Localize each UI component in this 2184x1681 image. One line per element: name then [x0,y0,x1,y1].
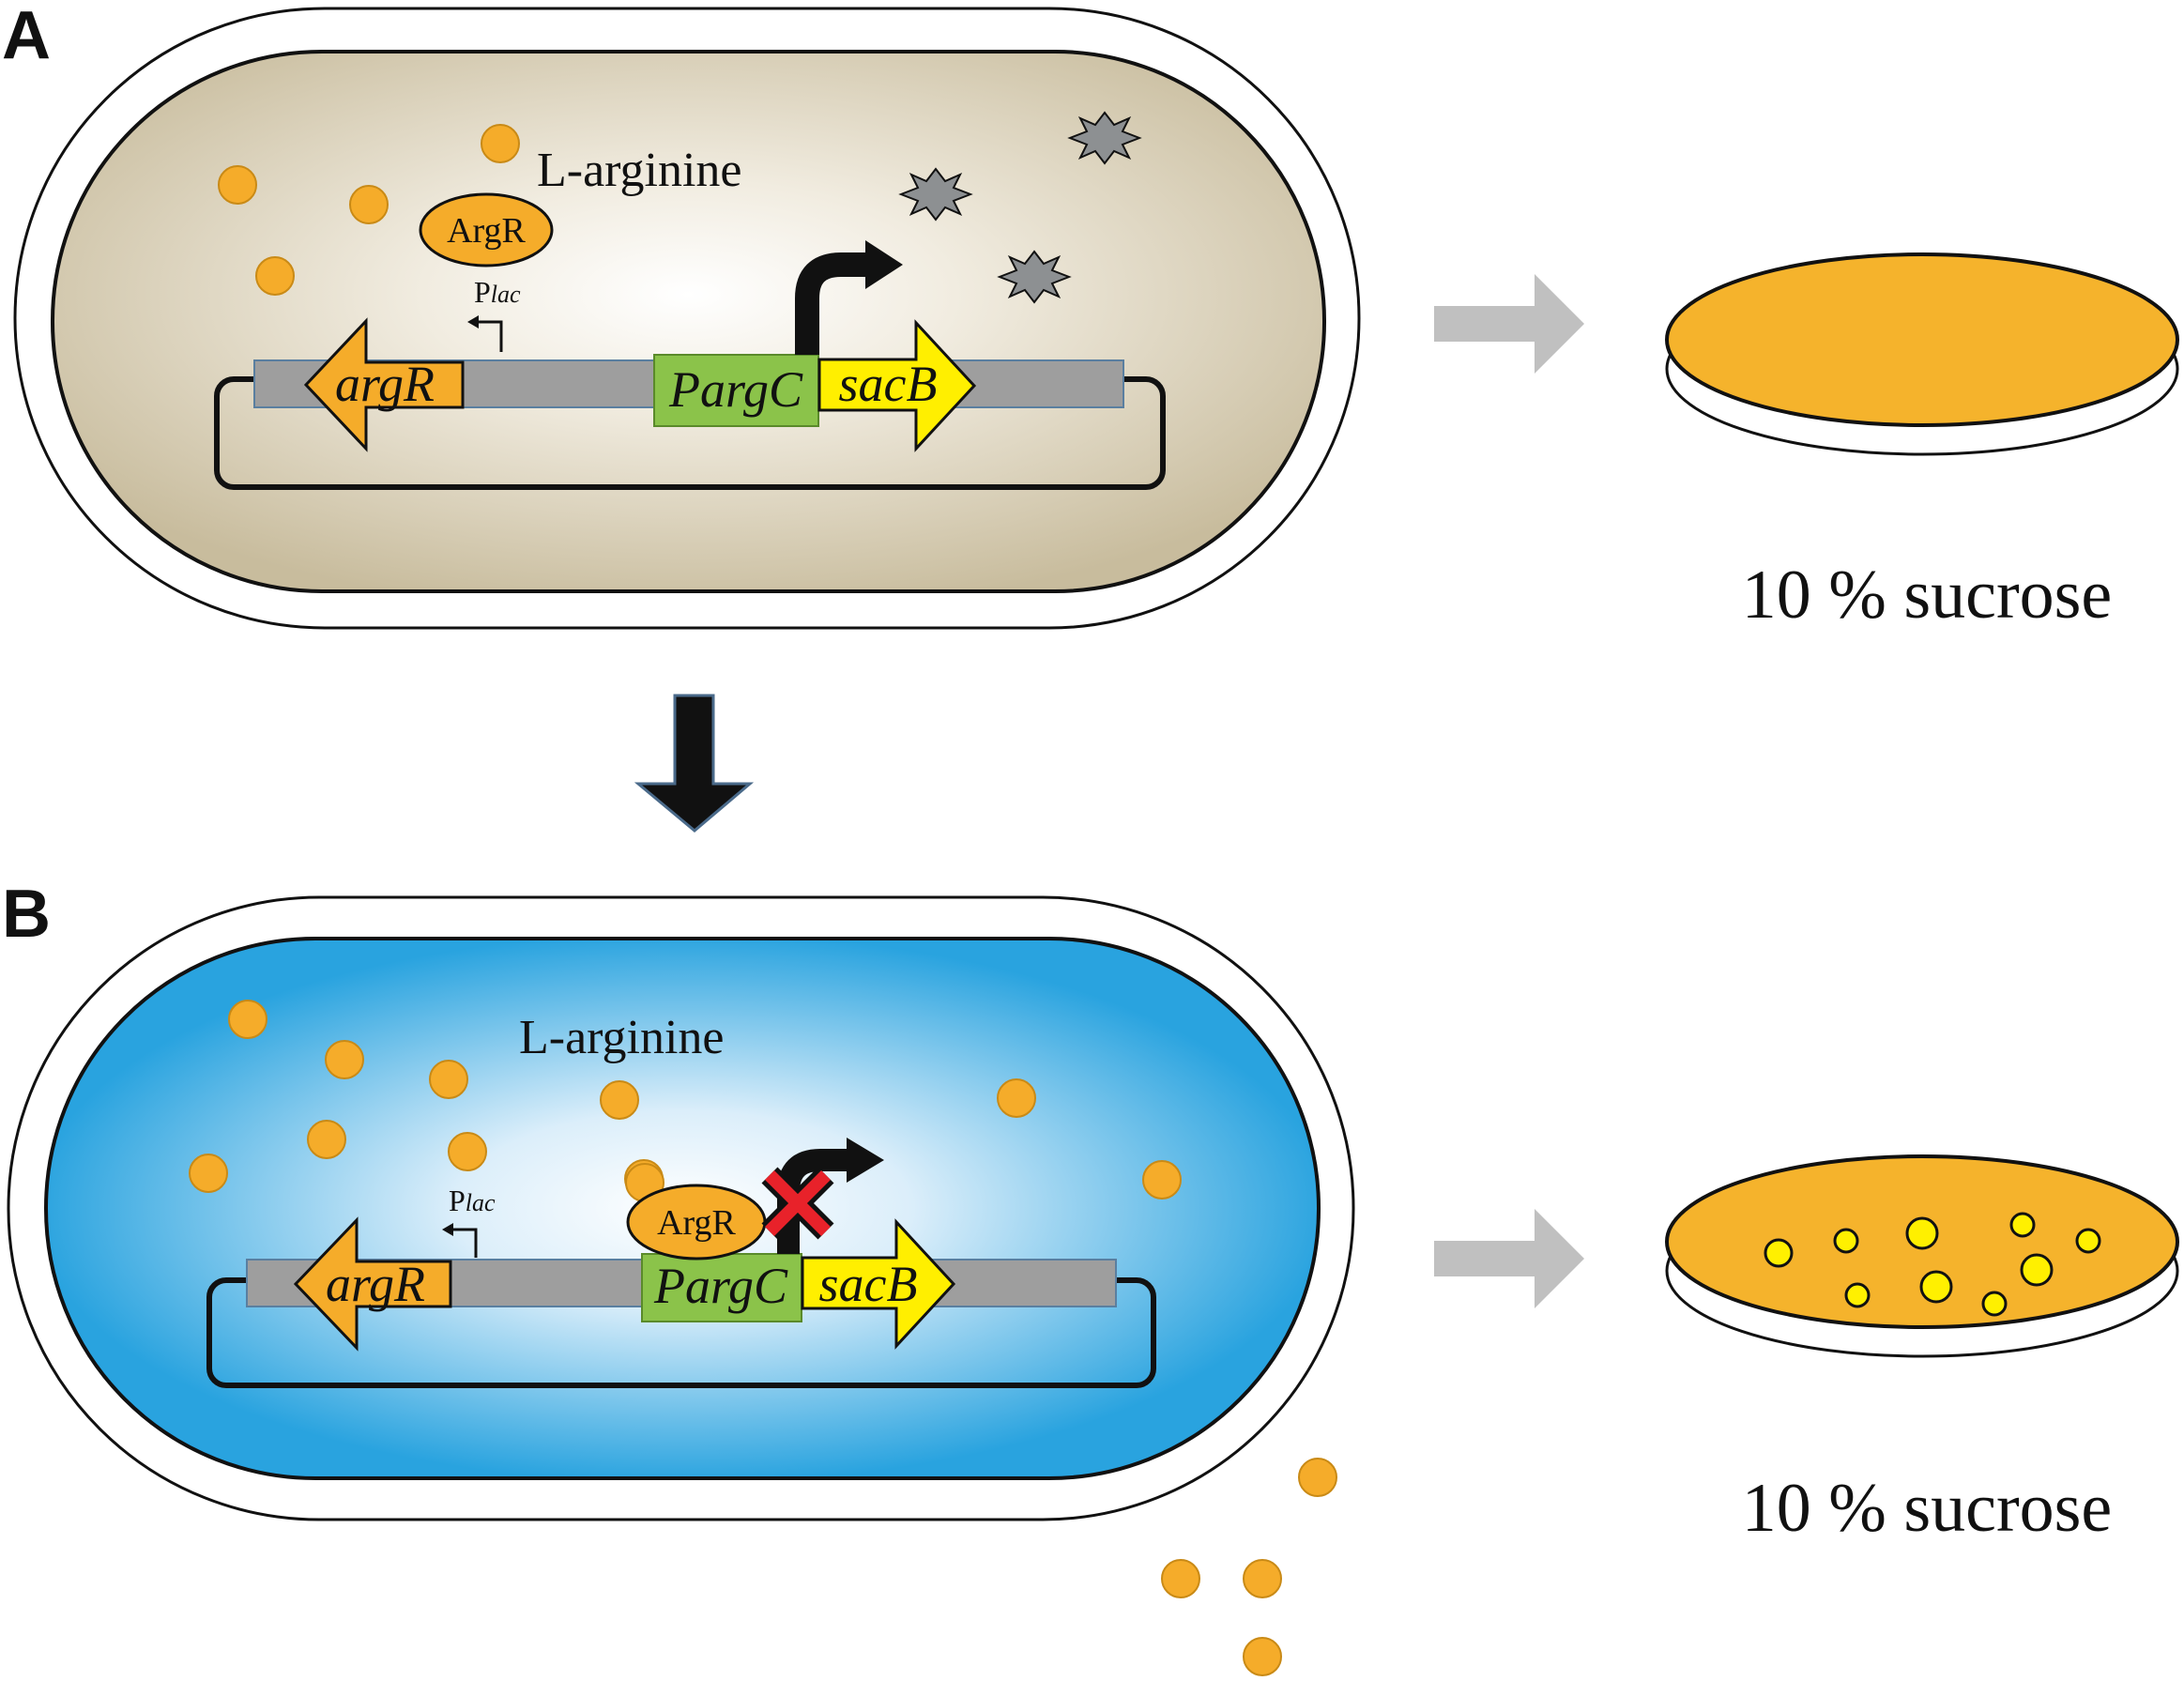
arginine-molecule [600,1080,639,1120]
arginine-molecule [997,1078,1036,1118]
arginine-molecule [1298,1458,1337,1497]
sacb-gene-arrow-a [817,319,977,452]
argr-protein-b-bound: ArgR [626,1184,767,1261]
sacb-label-a: sacB [839,356,938,412]
colonies-b [1764,1212,2101,1317]
colony [1844,1282,1871,1308]
plac-arrow-b [450,1228,478,1258]
pargc-box-a [653,354,819,427]
arginine-molecule [429,1060,468,1099]
colony [1919,1270,1953,1304]
pargc-label-a: PargC [668,361,803,418]
toxin-icon [997,250,1072,304]
arginine-molecule [189,1154,228,1193]
colony [1981,1291,2008,1317]
argr-gene-arrow-a [303,317,465,452]
block-x-icon [761,1167,834,1240]
plac-arrow-a [475,320,503,352]
medium-label-a: 10 % sucrose [1742,557,2113,634]
arginine-molecule [1243,1559,1282,1598]
argr-protein-a: ArgR [419,192,554,267]
toxin-icon [898,167,973,222]
arginine-molecule [1243,1637,1282,1676]
arginine-molecule [349,185,389,224]
arginine-molecule [218,165,257,205]
arginine-molecule [228,1000,267,1039]
colony [2075,1228,2101,1254]
sacb-gene-arrow-b [801,1218,956,1350]
molecule-label-b: L-arginine [519,1011,725,1064]
colony [2020,1253,2054,1287]
colony [1764,1238,1794,1268]
toxic-levan-icons-a [898,111,1142,304]
down-arrow [634,694,755,833]
toxin-icon [1067,111,1142,165]
panel-letter-b: B [2,877,51,952]
agar-plate-b [1665,1154,2179,1358]
arginine-molecule [255,256,295,296]
argr-gene-label-a: argR [335,356,435,412]
argr-protein-label-a: ArgR [447,211,526,251]
flow-arrow-b [1434,1209,1584,1308]
argr-protein-label-b: ArgR [657,1203,736,1243]
plac-label-b: Plac [449,1184,496,1217]
arginine-molecule [1161,1559,1200,1598]
arginine-molecules-a [218,124,520,296]
agar-plate-a [1665,252,2179,456]
arginine-molecule [448,1132,487,1171]
argr-gene-label-b: argR [326,1256,425,1312]
argr-gene-arrow-b [293,1216,452,1352]
arginine-molecule [307,1120,346,1159]
sacb-label-b: sacB [819,1256,918,1312]
pargc-box-b [641,1253,802,1322]
medium-label-b: 10 % sucrose [1742,1470,2113,1547]
cell-a-cytoplasm [51,50,1326,593]
arginine-molecule [481,124,520,163]
cell-a [13,7,1361,630]
arginine-molecule [325,1040,364,1079]
secreted-arginine-b [1161,1458,1337,1676]
colony [1905,1216,1939,1250]
panel-letter-a: A [2,0,51,73]
flow-arrow-a [1434,274,1584,374]
colony [1833,1228,1859,1254]
arginine-molecule [1142,1160,1182,1200]
transcription-arrow-a [795,252,868,355]
molecule-label-a: L-arginine [537,144,742,197]
pargc-label-b: PargC [653,1258,788,1314]
plac-label-a: Plac [474,275,521,309]
colony [2009,1212,2036,1238]
